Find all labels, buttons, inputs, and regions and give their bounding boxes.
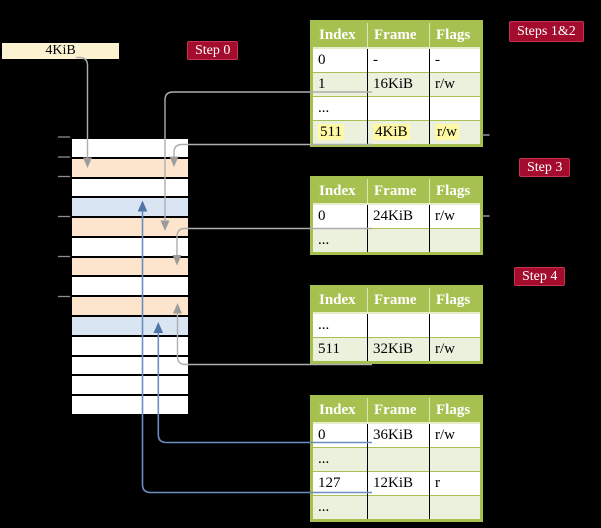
memory-frame-row-white — [72, 394, 188, 414]
table-row: 0 36KiB r/w — [311, 423, 482, 448]
column-header-flags: Flags — [429, 21, 482, 49]
column-header-frame: Frame — [367, 396, 430, 424]
cell-frame: 16KiB — [367, 72, 430, 97]
cell-flags — [429, 447, 482, 472]
highlighted-value: 511 — [318, 124, 344, 140]
cell-flags — [429, 96, 482, 121]
cell-index: 0 — [311, 204, 368, 229]
memory-frame-row-white — [72, 235, 188, 256]
column-header-frame: Frame — [367, 177, 430, 205]
cell-frame — [367, 495, 430, 521]
cell-index: 1 — [311, 72, 368, 97]
page-table-step-3: Index Frame Flags 0 24KiB r/w ... — [310, 176, 483, 255]
cell-flags: r/w — [429, 337, 482, 363]
cell-frame: 24KiB — [367, 204, 430, 229]
cell-index: 127 — [311, 471, 368, 496]
cell-index: ... — [311, 96, 368, 121]
cell-frame — [367, 313, 430, 338]
table-row-highlighted: 511 4KiB r/w — [311, 120, 482, 146]
cell-flags: r/w — [435, 427, 455, 443]
memory-frame-row-peach — [72, 216, 188, 236]
badge-steps-1-2: Steps 1&2 — [509, 21, 584, 42]
table-row: ... — [311, 96, 482, 121]
memory-frame-row-white — [72, 275, 188, 296]
cell-flags: r/w — [435, 208, 455, 224]
table-row: ... — [311, 495, 482, 521]
cell-frame — [367, 228, 430, 254]
column-header-index: Index — [311, 177, 368, 205]
table-row: ... — [311, 228, 482, 254]
cell-frame: - — [367, 48, 430, 73]
table-header-row: Index Frame Flags — [311, 21, 482, 49]
column-header-flags: Flags — [429, 396, 482, 424]
memory-tick-marks — [58, 136, 70, 298]
cell-frame: 12KiB — [367, 471, 430, 496]
cell-frame: 4KiB — [367, 120, 430, 146]
physical-memory-stack — [70, 137, 190, 416]
cell-flags: r/w — [429, 72, 482, 97]
cell-index: 0 — [311, 48, 368, 73]
cell-frame: 36KiB — [367, 423, 430, 448]
column-header-flags: Flags — [429, 177, 482, 205]
table-row: ... — [311, 313, 482, 338]
cell-index: ... — [311, 313, 368, 338]
table-row: 511 32KiB r/w — [311, 337, 482, 363]
page-size-label-box: 4KiB — [1, 42, 120, 60]
memory-frame-row-peach — [72, 295, 188, 316]
page-table-step-4-upper: Index Frame Flags ... 511 32KiB r/w — [310, 285, 483, 364]
cell-flags — [430, 313, 482, 338]
cell-index: 511 — [311, 337, 368, 363]
cell-index: ... — [311, 447, 368, 472]
memory-frame-row-blue — [72, 196, 188, 217]
cell-frame: 32KiB — [367, 337, 430, 363]
column-header-flags: Flags — [429, 286, 482, 314]
cell-index: ... — [311, 495, 368, 521]
cell-index: ... — [311, 228, 368, 254]
column-header-frame: Frame — [367, 286, 430, 314]
cell-index: 0 — [311, 423, 368, 448]
column-header-frame: Frame — [367, 21, 430, 49]
table-row: 0 24KiB r/w — [311, 204, 482, 229]
badge-step-3: Step 3 — [519, 158, 571, 177]
table-header-row: Index Frame Flags — [311, 396, 482, 424]
cell-flags: r/w — [429, 120, 482, 146]
table-row: 127 12KiB r — [311, 471, 482, 496]
table-header-row: Index Frame Flags — [311, 286, 482, 314]
memory-frame-row-white — [72, 139, 188, 157]
cell-frame — [367, 447, 430, 472]
memory-frame-row-white — [72, 176, 188, 197]
badge-step-4: Step 4 — [514, 267, 566, 286]
cell-frame — [367, 96, 430, 121]
cell-flags: - — [435, 52, 440, 68]
cell-flags — [429, 228, 482, 254]
table-header-row: Index Frame Flags — [311, 177, 482, 205]
table-row: 0 - - — [311, 48, 482, 73]
memory-frame-row-peach — [72, 156, 188, 177]
cell-flags: r — [429, 471, 482, 496]
page-table-step-4-lower: Index Frame Flags 0 36KiB r/w ... 127 12… — [310, 395, 483, 522]
column-header-index: Index — [311, 396, 368, 424]
memory-frame-row-peach — [72, 255, 188, 276]
cell-index: 511 — [311, 120, 368, 146]
column-header-index: Index — [311, 21, 368, 49]
highlighted-value: 4KiB — [373, 124, 410, 140]
table-row: ... — [311, 447, 482, 472]
table-row: 1 16KiB r/w — [311, 72, 482, 97]
page-table-steps-1-2: Index Frame Flags 0 - - 1 16KiB r/w ... — [310, 20, 483, 147]
highlighted-value: r/w — [435, 124, 459, 140]
memory-frame-row-white — [72, 334, 188, 355]
column-header-index: Index — [311, 286, 368, 314]
badge-step-0: Step 0 — [187, 41, 239, 60]
memory-frame-row-blue — [72, 315, 188, 335]
memory-frame-row-white — [72, 354, 188, 375]
cell-flags — [429, 495, 482, 521]
memory-frame-row-white — [72, 374, 188, 395]
